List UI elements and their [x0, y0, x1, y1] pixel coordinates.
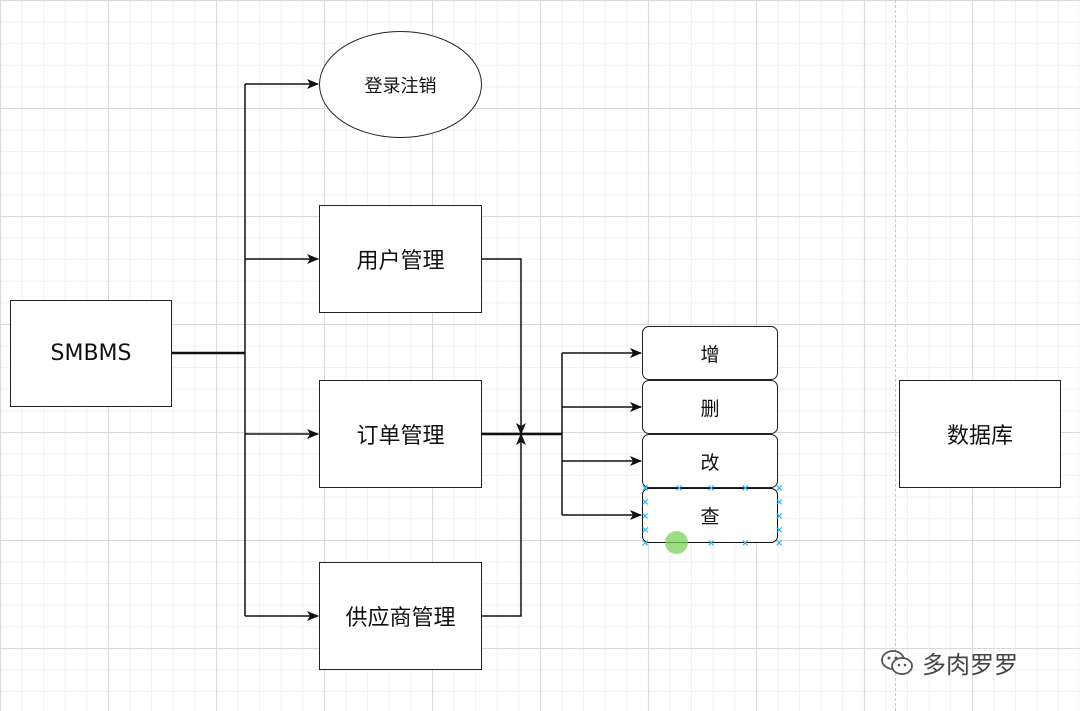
- edge-supplier-to-junction[interactable]: [482, 433, 526, 617]
- node-user-management[interactable]: 用户管理: [319, 205, 482, 313]
- node-update[interactable]: 改: [642, 434, 778, 488]
- node-supplier-management[interactable]: 供应商管理: [319, 562, 482, 670]
- selection-handle[interactable]: ×: [641, 497, 650, 508]
- selection-handle[interactable]: ×: [741, 483, 750, 494]
- selection-handle[interactable]: ×: [641, 525, 650, 536]
- node-add[interactable]: 增: [642, 326, 778, 380]
- edge-user-to-junction[interactable]: [482, 258, 526, 435]
- selection-handle[interactable]: ×: [707, 538, 716, 549]
- selection-handle[interactable]: ×: [775, 538, 784, 549]
- selection-handle[interactable]: ×: [775, 497, 784, 508]
- node-smbms[interactable]: SMBMS: [10, 300, 172, 407]
- selection-handle[interactable]: ×: [707, 483, 716, 494]
- connection-hover-point[interactable]: [665, 531, 688, 554]
- wechat-icon: [881, 649, 913, 675]
- node-order-management[interactable]: 订单管理: [319, 380, 482, 488]
- node-database[interactable]: 数据库: [899, 380, 1061, 488]
- selection-handle[interactable]: ×: [741, 538, 750, 549]
- watermark-text: 多肉罗罗: [922, 651, 1018, 679]
- watermark: 多肉罗罗: [880, 645, 1018, 680]
- page-break-line: [895, 0, 896, 711]
- selection-handle[interactable]: ×: [641, 538, 650, 549]
- node-login[interactable]: 登录注销: [319, 31, 482, 138]
- selection-handle[interactable]: ×: [641, 511, 650, 522]
- selection-handle[interactable]: ×: [641, 483, 650, 494]
- selection-handle[interactable]: ×: [775, 483, 784, 494]
- selection-handle[interactable]: ×: [675, 483, 684, 494]
- selection-handle[interactable]: ×: [775, 525, 784, 536]
- node-query[interactable]: 查: [642, 488, 778, 543]
- selection-handle[interactable]: ×: [775, 511, 784, 522]
- node-delete[interactable]: 删: [642, 380, 778, 434]
